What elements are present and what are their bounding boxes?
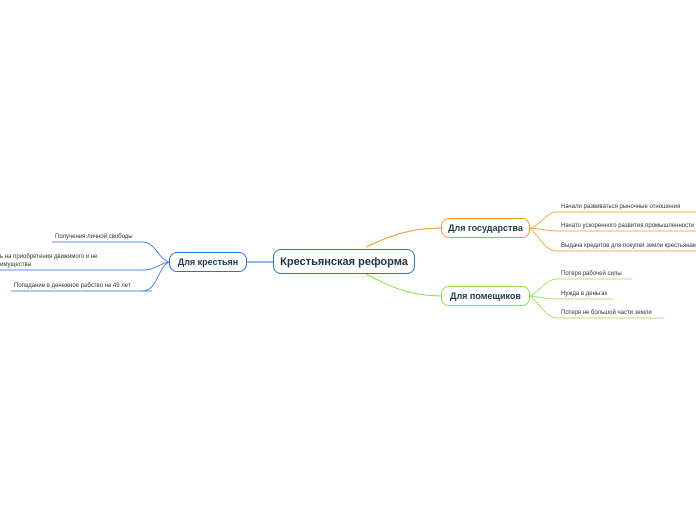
branch-peasants[interactable]: Для крестьян — [169, 252, 247, 272]
branch-peasants-label: Для крестьян — [177, 257, 239, 267]
connector-landlords-item-3 — [529, 295, 559, 319]
state-item-2[interactable]: Начато ускоренного развития промышленнос… — [561, 223, 695, 229]
connector-landlords-item-1 — [529, 278, 559, 297]
branch-landlords[interactable]: Для помещиков — [441, 286, 530, 306]
connector-peasants-item-2 — [141, 261, 170, 271]
branch-landlords-label: Для помещиков — [450, 291, 521, 301]
branch-state-label: Для государства — [448, 223, 523, 233]
landlords-item-3[interactable]: Потеря не большой части земли — [561, 310, 652, 316]
connector-peasants-item-1 — [141, 241, 170, 263]
state-item-3[interactable]: Выдача кредитов для покупки земли кресть… — [561, 243, 696, 249]
connector-state-item-2 — [529, 227, 559, 232]
central-topic-label: Крестьянская реформа — [280, 255, 408, 268]
peasants-item-3[interactable]: Попадание в денежное рабство на 49 лет — [14, 283, 131, 289]
peasants-item-2-continued[interactable]: имущества — [0, 262, 31, 268]
state-item-1[interactable]: Начали развиваться рыночные отношения — [561, 204, 681, 210]
peasants-item-1[interactable]: Получения личной свободы — [55, 234, 133, 240]
central-topic[interactable]: Крестьянская реформа — [273, 249, 415, 274]
landlords-item-2[interactable]: Нужда в деньгах — [561, 291, 608, 297]
connector-peasants-item-3 — [141, 261, 170, 292]
connector-central-landlords — [365, 273, 442, 297]
connector-state-item-1 — [529, 211, 559, 229]
peasants-item-2[interactable]: ь на приобретения движимого и не — [0, 254, 98, 260]
landlords-item-1[interactable]: Потеря рабочей силы — [561, 271, 622, 277]
connector-landlords-item-2 — [529, 295, 559, 300]
branch-state[interactable]: Для государства — [441, 218, 530, 238]
connector-central-state — [365, 227, 442, 248]
connector-state-item-3 — [529, 227, 559, 252]
